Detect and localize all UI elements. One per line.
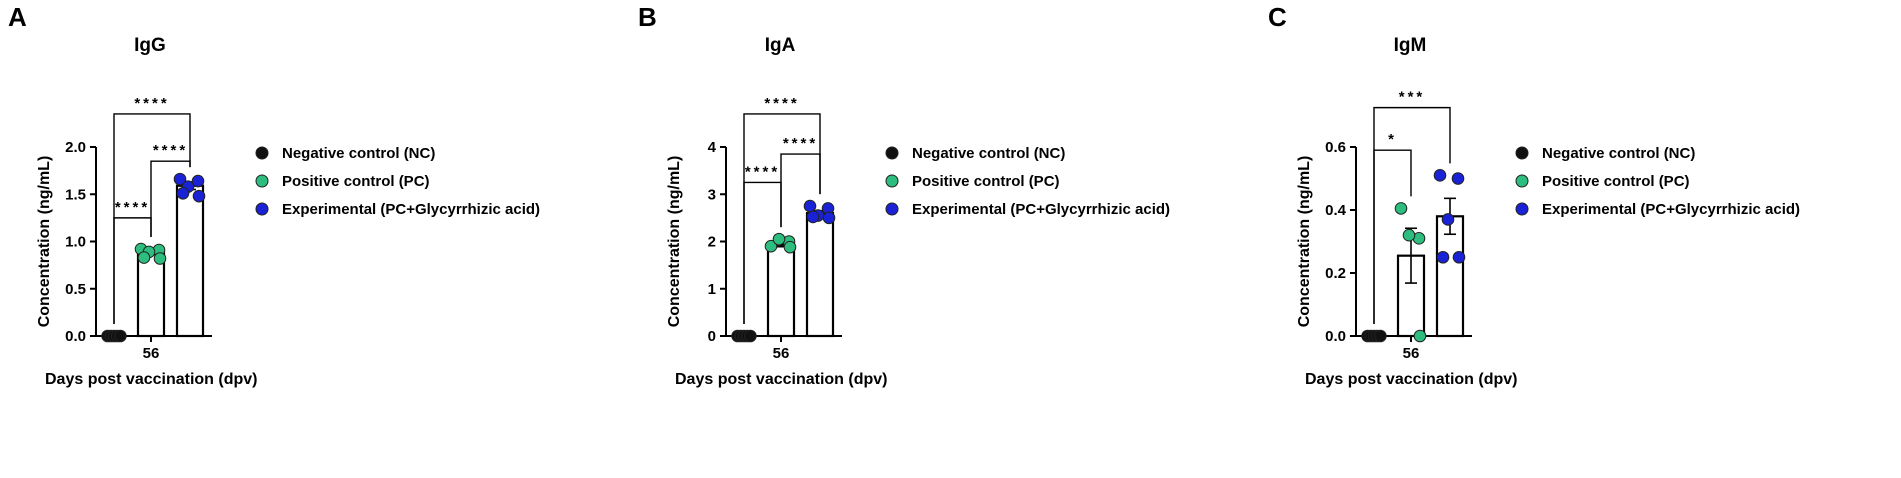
data-point (1451, 172, 1465, 185)
y-tick-label: 4 (708, 139, 717, 156)
legend-marker (885, 146, 899, 160)
data-point (114, 329, 127, 343)
data-point (744, 329, 757, 343)
data-point (191, 174, 205, 188)
significance-label: **** (783, 135, 818, 152)
y-tick-label: 0.6 (1325, 139, 1346, 156)
legend-marker (255, 146, 269, 160)
significance-label: **** (764, 95, 799, 112)
data-point (764, 239, 778, 253)
x-tick-label: 56 (143, 345, 160, 362)
data-point (173, 172, 187, 186)
panel-letter: A (8, 2, 27, 32)
y-tick-label: 2 (708, 234, 716, 251)
legend-item-label: Experimental (PC+Glycyrrhizic acid) (282, 201, 540, 218)
legend-marker (1515, 174, 1529, 188)
x-tick-label: 56 (1403, 345, 1420, 362)
panel-letter: B (638, 2, 657, 32)
chart-title: IgM (1394, 35, 1427, 56)
data-point (806, 210, 820, 224)
y-tick-label: 1.5 (65, 186, 86, 203)
significance-bracket (113, 113, 191, 324)
y-axis-label: Concentration (ng/mL) (36, 156, 53, 328)
data-point (1374, 329, 1387, 343)
data-point (1433, 169, 1447, 182)
y-tick-label: 0.5 (65, 281, 86, 298)
data-point (772, 232, 786, 246)
legend-item-label: Experimental (PC+Glycyrrhizic acid) (1542, 201, 1800, 218)
legend-marker (885, 174, 899, 188)
chart-title: IgA (765, 35, 796, 56)
legend-marker (1515, 202, 1529, 216)
data-point (176, 187, 190, 200)
data-point (192, 189, 206, 203)
data-point (803, 199, 817, 213)
significance-label: **** (134, 95, 169, 112)
chart-title: IgG (134, 35, 166, 56)
legend-marker (255, 202, 269, 216)
bar-2 (805, 212, 835, 338)
legend-item-label: Negative control (NC) (912, 145, 1065, 162)
legend-item-label: Negative control (NC) (282, 145, 435, 162)
significance-label: * (1388, 131, 1397, 148)
legend-item-label: Positive control (PC) (912, 173, 1060, 190)
data-point (783, 240, 797, 254)
chart-svg-c: C IgM Concentration (ng/mL) 0.0 0.2 0.4 0.6 56D… (1268, 2, 1800, 388)
legend-marker (255, 174, 269, 188)
legend-marker (1515, 146, 1529, 160)
data-point (822, 211, 836, 225)
panel-a: A IgG Concentration (ng/mL) 0.0 0.5 1.0 1.5 2.0… (0, 0, 620, 478)
y-tick-label: 1 (708, 281, 716, 298)
data-point (1402, 228, 1416, 242)
x-axis-label: Days post vaccination (dpv) (1305, 371, 1518, 388)
significance-label: **** (115, 199, 150, 216)
y-tick-label: 0.0 (65, 328, 86, 345)
y-axis-label: Concentration (ng/mL) (666, 156, 683, 328)
legend-item-label: Experimental (PC+Glycyrrhizic acid) (912, 201, 1170, 218)
data-point (137, 251, 151, 264)
data-point (1413, 329, 1427, 343)
bar-1 (136, 251, 166, 338)
data-point (1441, 213, 1455, 226)
legend-item-label: Negative control (NC) (1542, 145, 1695, 162)
data-point (153, 252, 167, 265)
data-point (1452, 250, 1466, 264)
x-axis-label: Days post vaccination (dpv) (45, 371, 258, 388)
y-tick-label: 0.0 (1325, 328, 1346, 345)
data-point (1436, 250, 1450, 264)
bar-2 (175, 184, 205, 338)
x-axis-label: Days post vaccination (dpv) (675, 371, 888, 388)
legend-item-label: Positive control (PC) (282, 173, 430, 190)
chart-svg-a: A IgG Concentration (ng/mL) 0.0 0.5 1.0 1.5 2.0… (8, 2, 540, 388)
y-tick-label: 3 (708, 186, 716, 203)
y-tick-label: 0.2 (1325, 265, 1346, 282)
data-point (1394, 202, 1408, 215)
significance-bracket (1373, 106, 1451, 324)
significance-label: *** (1399, 89, 1426, 106)
y-tick-label: 2.0 (65, 139, 86, 156)
y-tick-label: 0.4 (1325, 202, 1347, 219)
legend-item-label: Positive control (PC) (1542, 173, 1690, 190)
x-tick-label: 56 (773, 345, 790, 362)
y-axis-label: Concentration (ng/mL) (1296, 156, 1313, 328)
significance-label: **** (745, 163, 780, 180)
bar-1 (766, 243, 796, 338)
legend-marker (885, 202, 899, 216)
significance-label: **** (153, 142, 188, 159)
y-tick-label: 0 (708, 328, 716, 345)
y-tick-label: 1.0 (65, 234, 86, 251)
panel-letter: C (1268, 2, 1287, 32)
significance-bracket (743, 113, 821, 324)
